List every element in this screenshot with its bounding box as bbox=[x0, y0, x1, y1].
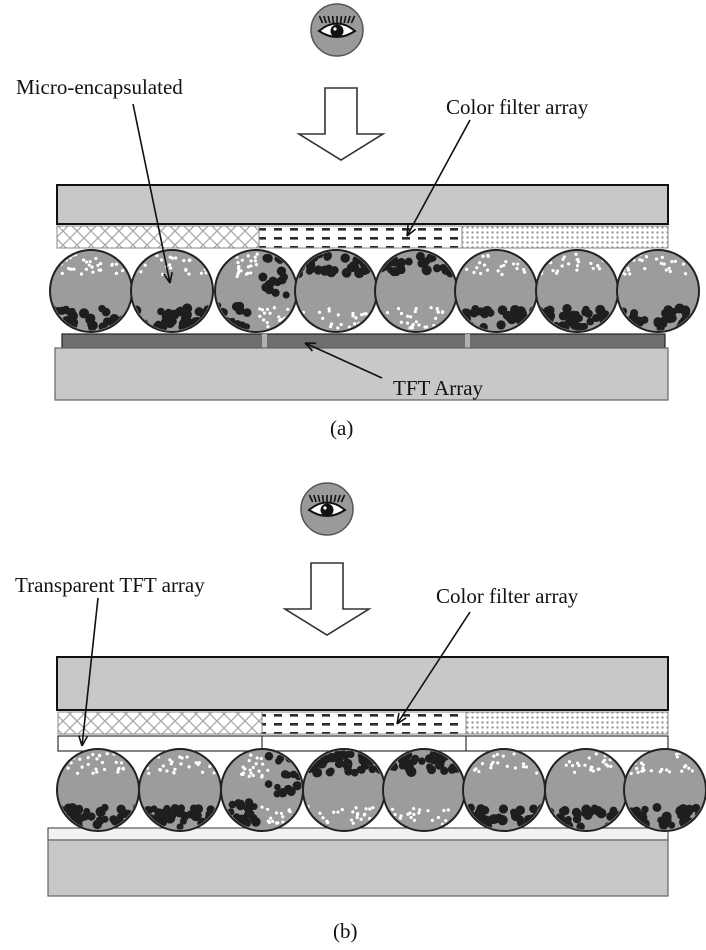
color-filter-cell bbox=[258, 225, 463, 249]
microcapsule bbox=[544, 748, 628, 832]
microcapsule bbox=[220, 748, 304, 832]
caption-b: (b) bbox=[333, 919, 358, 943]
capsule-row-a bbox=[49, 249, 700, 333]
microcapsule bbox=[616, 249, 700, 333]
color-filter-cell bbox=[261, 711, 467, 735]
microcapsule bbox=[454, 249, 538, 333]
tft-array-bar bbox=[61, 333, 666, 349]
color-filter-cell bbox=[461, 225, 669, 249]
static-layers bbox=[47, 3, 669, 897]
microcapsule bbox=[214, 249, 298, 333]
microcapsule bbox=[382, 748, 466, 832]
eye-icon bbox=[310, 3, 364, 57]
microcapsule bbox=[374, 249, 458, 333]
microcapsule bbox=[294, 249, 378, 333]
label-tft-array: TFT Array bbox=[393, 376, 484, 400]
leader-line bbox=[406, 119, 471, 237]
microcapsule bbox=[302, 748, 386, 832]
microcapsule bbox=[130, 249, 214, 333]
color-filter-cell bbox=[56, 225, 260, 249]
label-color-filter-array-a: Color filter array bbox=[446, 95, 589, 119]
caption-a: (a) bbox=[330, 416, 354, 440]
label-transparent-tft-array: Transparent TFT array bbox=[15, 573, 205, 597]
leader-line bbox=[132, 103, 173, 284]
leader-line bbox=[396, 611, 471, 725]
leader-lines bbox=[78, 103, 471, 747]
top-glass-a bbox=[56, 184, 669, 225]
tft-gap bbox=[262, 334, 267, 348]
down-arrow-icon bbox=[282, 562, 372, 636]
microcapsule bbox=[623, 748, 706, 832]
capsule-row-b bbox=[56, 748, 706, 832]
transparent-tft-layer bbox=[57, 735, 669, 752]
color-filter-cell bbox=[57, 711, 263, 735]
microcapsule bbox=[138, 748, 222, 832]
eye-icon bbox=[300, 482, 354, 536]
microcapsule bbox=[462, 748, 546, 832]
label-micro-encapsulated: Micro-encapsulated bbox=[16, 75, 183, 99]
down-arrow-icon bbox=[296, 87, 386, 161]
microcapsule bbox=[535, 249, 619, 333]
microcapsule bbox=[49, 249, 133, 333]
leader-line bbox=[304, 342, 383, 379]
bottom-substrate-b bbox=[47, 839, 669, 897]
bottom-substrate-a bbox=[54, 347, 669, 401]
color-filter-cell bbox=[465, 711, 669, 735]
tft-gap bbox=[465, 334, 470, 348]
label-color-filter-array-b: Color filter array bbox=[436, 584, 579, 608]
top-glass-b bbox=[56, 656, 669, 711]
microcapsule bbox=[56, 748, 140, 832]
leader-line bbox=[78, 597, 99, 747]
